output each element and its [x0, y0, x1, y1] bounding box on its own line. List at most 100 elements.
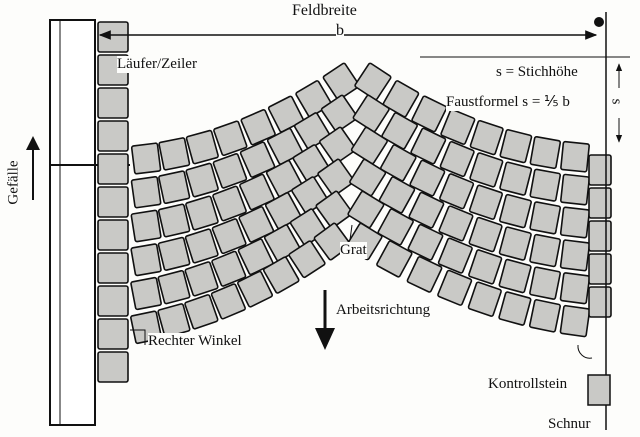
stone-left [212, 185, 247, 222]
stone-left [265, 159, 303, 198]
stone-right [440, 108, 476, 145]
stone-right [529, 201, 562, 235]
stone-right [378, 176, 416, 214]
stone-right [469, 119, 504, 156]
stone-left [184, 294, 219, 330]
stone-left [319, 126, 357, 165]
stone-right [439, 173, 475, 210]
laeufer-stone [97, 21, 129, 53]
stone-right [437, 269, 473, 306]
kontrollstein [587, 374, 611, 406]
stone-right [529, 266, 561, 300]
stone-right [528, 299, 561, 333]
stone-right [349, 158, 387, 197]
stone-right [560, 140, 590, 173]
stone-right [559, 304, 591, 338]
laeufer-stone [97, 186, 129, 218]
laeufer-stone [97, 219, 129, 251]
laeufer-stone [97, 351, 129, 383]
rechter-winkel-label: Rechter Winkel [148, 333, 242, 350]
stone-right [468, 184, 503, 220]
stone-left [267, 95, 305, 133]
stone-left [130, 176, 162, 209]
stone-right [467, 281, 502, 317]
edge-stone [588, 187, 612, 219]
stone-left [185, 195, 219, 231]
laeufer-stone [97, 153, 129, 185]
stone-right [410, 127, 447, 165]
stone-left [158, 170, 191, 205]
feldbreite-label: Feldbreite [292, 2, 357, 20]
stone-left [130, 142, 162, 175]
stone-left [130, 243, 162, 277]
edge-stone [588, 286, 612, 318]
stone-right [409, 159, 446, 197]
stone-left [239, 141, 276, 178]
stone-right [437, 237, 473, 274]
grat-pointer [349, 224, 353, 241]
arbeitsrichtung-label: Arbeitsrichtung [336, 302, 431, 319]
stone-right [406, 256, 443, 293]
stone-left [130, 209, 162, 243]
stone-right [408, 191, 445, 229]
stone-left [184, 261, 219, 297]
stone-left [213, 120, 248, 157]
right-angle-mark-right [577, 344, 593, 359]
stone-right [407, 223, 444, 261]
stone-right [529, 168, 562, 202]
stone-left [262, 256, 300, 294]
stone-right [411, 95, 448, 133]
stone-right [529, 136, 562, 170]
stone-left [237, 270, 273, 308]
stone-right [376, 240, 413, 278]
laeufer-stone [97, 318, 129, 350]
stone-left [157, 203, 191, 238]
gefaelle-arrow-icon [26, 136, 40, 200]
stone-right [377, 208, 414, 246]
laeufer-stone [97, 87, 129, 119]
stone-right [559, 206, 591, 239]
laeufer-stone-column [97, 21, 129, 383]
edge-stone-column [588, 154, 612, 318]
schnur-peg [594, 17, 604, 27]
stone-right [468, 216, 503, 253]
gefaelle-label: Gefälle [5, 160, 23, 205]
stone-left [211, 218, 247, 255]
s-label: s [607, 98, 625, 105]
edge-stone [588, 253, 612, 285]
stone-left [185, 162, 219, 198]
stone-right [499, 129, 533, 164]
edge-stone [588, 220, 612, 252]
stone-left [212, 153, 248, 189]
faustformel-label: Faustformel s = ⅕ b [446, 92, 570, 111]
laeufer-stone [97, 285, 129, 317]
stone-right [438, 205, 474, 242]
stichhoehe-label: s = Stichhöhe [496, 64, 578, 81]
stone-right [352, 94, 390, 133]
right-angle-mark [130, 329, 146, 345]
stone-right [499, 161, 533, 196]
stone-left [317, 158, 355, 197]
stone-left [322, 62, 360, 101]
stone-left [288, 240, 326, 279]
stone-left [266, 127, 304, 165]
stone-left [315, 190, 353, 229]
stone-right [498, 258, 532, 294]
stone-right [559, 239, 591, 272]
stone-right [499, 193, 532, 229]
stone-left [185, 129, 219, 165]
stone-left [237, 238, 274, 276]
laeufer-zeiler-label: Läufer/Zeiler [117, 56, 197, 73]
stone-left [211, 250, 247, 287]
stone-right [559, 173, 591, 206]
stone-left [157, 269, 191, 305]
laeufer-stone [97, 120, 129, 152]
stone-right [468, 249, 503, 285]
stone-right [469, 152, 504, 188]
stone-right [381, 112, 418, 150]
stone-right [350, 126, 388, 165]
stone-right [498, 226, 532, 261]
edge-stone [588, 154, 612, 186]
